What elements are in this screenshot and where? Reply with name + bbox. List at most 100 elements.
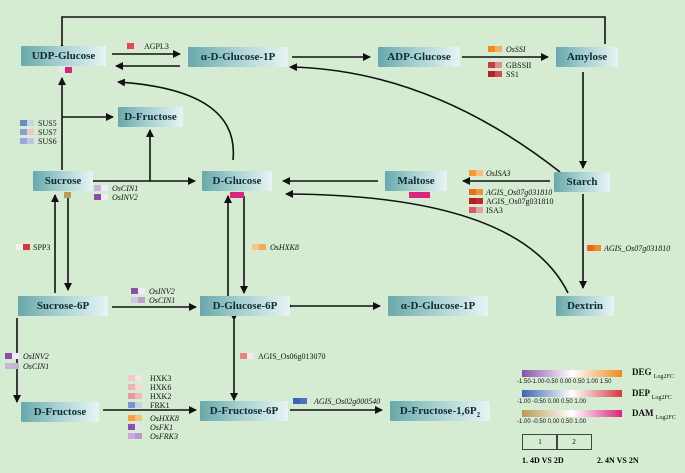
heat-cell xyxy=(237,192,244,198)
heat-cell xyxy=(488,71,495,77)
heat-cell xyxy=(127,43,134,49)
heat-cell xyxy=(94,185,101,191)
heat-cell xyxy=(423,192,430,198)
heat-cell xyxy=(594,245,601,251)
node-udp-glucose: UDP-Glucose xyxy=(21,46,106,66)
heat-cell xyxy=(135,415,142,421)
node-sucrose: Sucrose xyxy=(33,171,93,191)
legend-dep-label: DEP xyxy=(632,388,650,398)
gene-oscin1: OsCIN1 xyxy=(149,296,176,305)
legend-unit-sub: 2 xyxy=(665,414,669,421)
legend-dep-title: DEP Log2FC xyxy=(632,388,672,401)
gene-agis-os07g031810-b: AGIS_Os07g031810 xyxy=(486,197,554,206)
heat-cell xyxy=(65,67,72,73)
legend-deg-ticks: -1.50-1.00-0.50 0.00 0.50 1.00 1.50 xyxy=(517,379,612,385)
gene-frk1: FRK1 xyxy=(150,401,170,410)
heat-cell xyxy=(488,46,495,52)
heat-cell xyxy=(135,393,142,399)
legend-box-1: 1 xyxy=(522,434,558,450)
gene-hxk3: HXK3 xyxy=(150,374,172,383)
gene-osfk1: OsFK1 xyxy=(150,423,174,432)
d-fructose-1-6p2-label: D-Fructose-1,6P xyxy=(399,405,477,417)
node-adp-glucose: ADP-Glucose xyxy=(378,47,460,67)
heat-cell xyxy=(247,353,254,359)
legend-dam-ticks: -1.00 -0.50 0.00 0.50 1.00 xyxy=(517,419,587,425)
gene-osfrk3: OsFRK3 xyxy=(150,432,178,441)
heat-cell xyxy=(488,62,495,68)
heat-cell xyxy=(469,189,476,195)
heat-cell xyxy=(476,170,483,176)
gene-oshxk8: OsHXK8 xyxy=(150,414,179,423)
node-d-glucose: D-Glucose xyxy=(202,171,272,191)
heat-cell xyxy=(5,363,12,369)
gene-oscin1: OsCIN1 xyxy=(23,362,50,371)
gene-hxk6: HXK6 xyxy=(150,383,172,392)
legend-unit: Log xyxy=(651,394,662,401)
gene-sus5: SUS5 xyxy=(38,119,57,128)
heat-cell xyxy=(20,138,27,144)
heat-cell xyxy=(138,288,145,294)
gene-hxk2: HXK2 xyxy=(150,392,172,401)
gene-agis-os07g031810-a: AGIS_Os07g031810 xyxy=(486,188,553,197)
heat-cell xyxy=(131,288,138,294)
heat-cell xyxy=(128,424,135,430)
heat-cell xyxy=(101,194,108,200)
heat-cell xyxy=(259,244,266,250)
heat-cell xyxy=(5,353,12,359)
gene-osinv2: OsINV2 xyxy=(112,193,138,202)
node-d-fructose-6p: D-Fructose-6P xyxy=(200,401,288,421)
heat-cell xyxy=(476,207,483,213)
heat-cell xyxy=(64,192,71,198)
gene-oshxk8: OsHXK8 xyxy=(270,243,299,252)
heat-cell xyxy=(134,43,141,49)
legend-unit-fc: FC xyxy=(668,414,676,421)
node-d-fructose-1-6p2: D-Fructose-1,6P2 xyxy=(390,401,490,421)
gene-spp3: SPP3 xyxy=(33,243,51,252)
heat-cell xyxy=(495,62,502,68)
heat-cell xyxy=(476,189,483,195)
heat-cell xyxy=(16,244,23,250)
legend-box-2: 2 xyxy=(556,434,592,450)
heat-cell xyxy=(128,402,135,408)
heat-cell xyxy=(587,245,594,251)
heat-cell xyxy=(495,71,502,77)
heat-cell xyxy=(252,244,259,250)
heat-cell xyxy=(101,185,108,191)
gene-osssi: OsSSI xyxy=(506,45,526,54)
heat-cell xyxy=(469,198,476,204)
heat-cell xyxy=(12,353,19,359)
gene-agis-os06g013070: AGIS_Os06g013070 xyxy=(258,352,326,361)
gene-sus7: SUS7 xyxy=(38,128,57,137)
node-d-fructose-top: D-Fructose xyxy=(118,107,183,127)
heat-cell xyxy=(469,170,476,176)
node-sucrose-6p: Sucrose-6P xyxy=(18,296,108,316)
gene-sus6: SUS6 xyxy=(38,137,57,146)
node-starch: Starch xyxy=(554,172,610,192)
node-d-fructose-bottom: D-Fructose xyxy=(21,402,99,422)
heat-cell xyxy=(128,375,135,381)
heat-cell xyxy=(58,67,65,73)
legend-unit-sub: 2 xyxy=(661,394,665,401)
gene-ss1: SS1 xyxy=(506,70,519,79)
legend-deg-title: DEG Log2FC xyxy=(632,367,674,380)
legend-dam-label: DAM xyxy=(632,408,654,418)
legend-unit-sub: 2 xyxy=(663,373,667,380)
heat-cell xyxy=(128,384,135,390)
heat-cell xyxy=(240,353,247,359)
legend-dam-title: DAM Log2FC xyxy=(632,408,676,421)
gene-oscin1: OsCIN1 xyxy=(112,184,139,193)
heat-cell xyxy=(469,207,476,213)
legend-unit-fc: FC xyxy=(666,373,674,380)
heat-cell xyxy=(12,363,19,369)
heat-cell xyxy=(135,402,142,408)
heat-cell xyxy=(138,297,145,303)
node-d-glucose-6p: D-Glucose-6P xyxy=(200,296,290,316)
node-amylose: Amylose xyxy=(556,47,618,67)
legend-note-1: 1. 4D VS 2D xyxy=(522,456,564,465)
heat-cell xyxy=(20,129,27,135)
heat-cell xyxy=(27,120,34,126)
legend-note-2: 2. 4N VS 2N xyxy=(597,456,639,465)
heat-cell xyxy=(128,415,135,421)
gene-gbssii: GBSSII xyxy=(506,61,532,70)
node-alpha-d-glucose-1p-mid: α-D-Glucose-1P xyxy=(388,296,488,316)
